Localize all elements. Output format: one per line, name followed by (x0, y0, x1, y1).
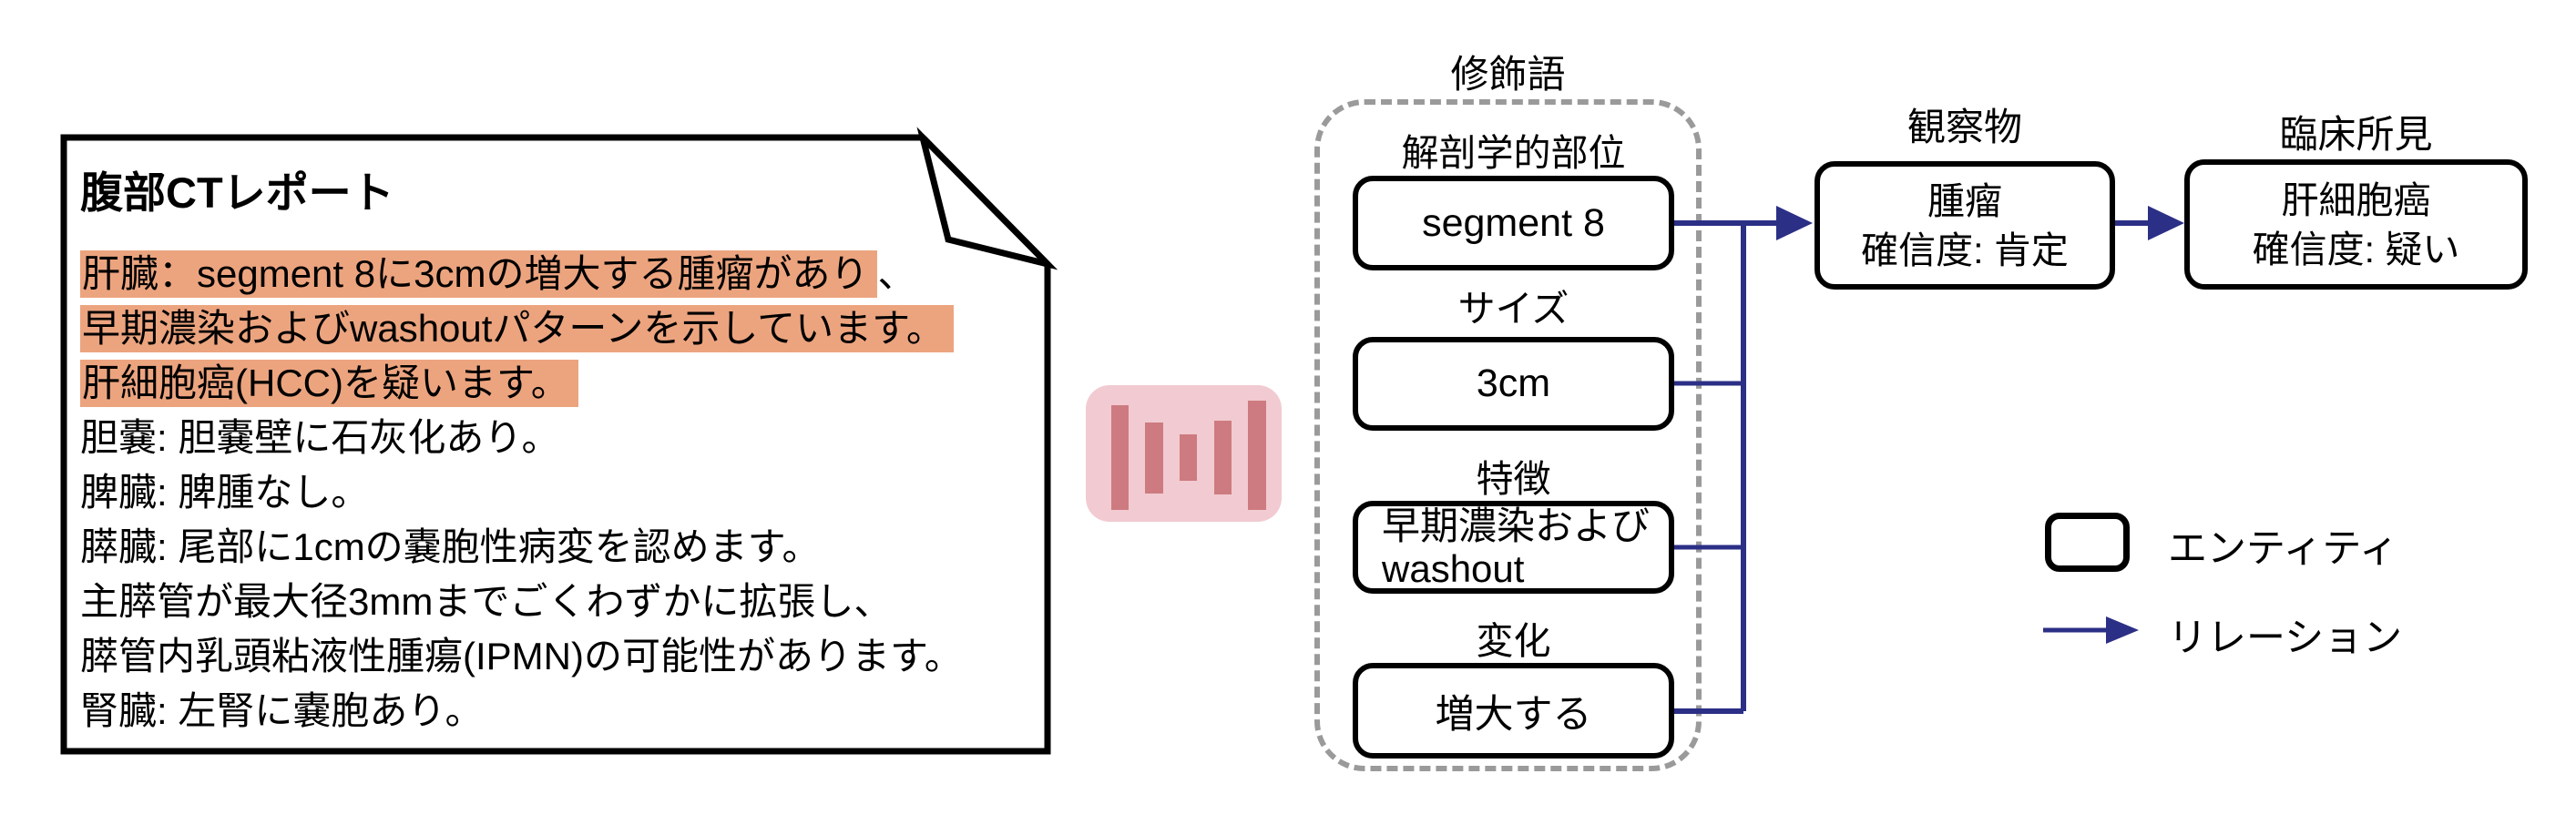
document-line: 早期濃染およびwashoutパターンを示しています。 (80, 301, 963, 356)
icon-bar (1111, 405, 1129, 510)
highlighted-span: 早期濃染およびwashoutパターンを示しています。 (80, 305, 954, 352)
arrowhead-icon (2106, 616, 2139, 644)
legend-entity-swatch (2045, 513, 2130, 572)
document-line: 膵管内乳頭粘液性腫瘍(IPMN)の可能性があります。 (80, 635, 963, 677)
model-icon (1086, 385, 1282, 522)
entity-type-label: サイズ (1457, 288, 1569, 330)
document-body: 肝臓：segment 8に3cmの増大する腫瘤があり、 早期濃染およびwasho… (80, 247, 963, 738)
folded-corner (916, 127, 1058, 270)
entity-box-clinical-finding: 肝細胞癌 確信度: 疑い (2184, 159, 2528, 290)
highlighted-span: 肝細胞癌(HCC)を疑います。 (80, 360, 578, 407)
icon-bar (1180, 434, 1197, 481)
legend-relation-label: リレーション (2168, 616, 2403, 660)
entity-box-size: 3cm (1353, 337, 1674, 431)
entity-box-observation: 腫瘤 確信度: 肯定 (1814, 161, 2115, 290)
document-line: 脾臓: 脾腫なし。 (80, 471, 370, 514)
entity-type-label: 解剖学的部位 (1401, 132, 1626, 174)
document-line: 肝細胞癌(HCC)を疑います。 (80, 356, 963, 411)
modifier-group-label: 修飾語 (1450, 53, 1566, 96)
document-line: 膵臓: 尾部に1cmの嚢胞性病変を認めます。 (80, 525, 821, 568)
document-line: 胆嚢: 胆嚢壁に石灰化あり。 (80, 416, 560, 459)
entity-box-feature: 早期濃染および washout (1353, 501, 1674, 594)
modifier-group-container (1314, 99, 1702, 771)
entity-type-label: 変化 (1476, 620, 1551, 662)
document-line: 腎臓: 左腎に嚢胞あり。 (80, 689, 484, 732)
document-title: 腹部CTレポート (80, 168, 394, 217)
arrowhead-icon (2148, 206, 2184, 240)
document-line: 肝臓：segment 8に3cmの増大する腫瘤があり、 (80, 247, 963, 301)
entity-type-label: 観察物 (1906, 106, 2022, 148)
icon-bar (1145, 423, 1163, 494)
icon-bar (1214, 421, 1232, 494)
icon-bar (1248, 401, 1266, 510)
document-line: 主膵管が最大径3mmまでごくわずかに拡張し、 (80, 580, 893, 623)
entity-type-label: 特徴 (1476, 458, 1551, 500)
arrowhead-icon (1776, 206, 1813, 240)
entity-box-anatomy: segment 8 (1353, 176, 1674, 270)
highlighted-span: 肝臓：segment 8に3cmの増大する腫瘤があり (80, 250, 878, 298)
legend-entity-label: エンティティ (2168, 527, 2398, 571)
entity-box-change: 増大する (1353, 663, 1674, 759)
entity-type-label: 臨床所見 (2279, 113, 2433, 156)
